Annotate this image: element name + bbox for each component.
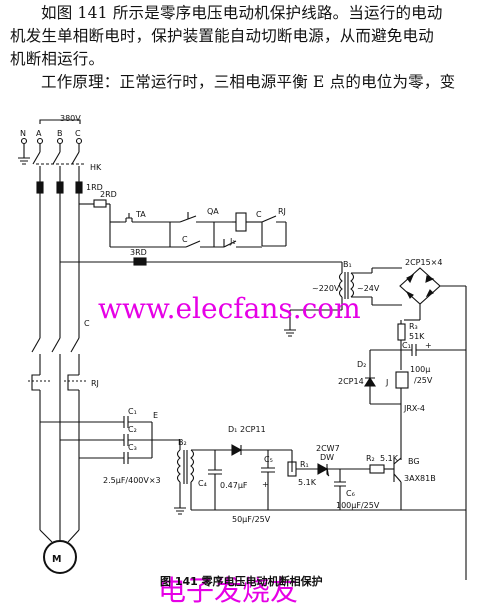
cc-label: C₃ bbox=[128, 443, 137, 452]
label-N: N bbox=[20, 129, 26, 138]
rj-contact bbox=[261, 215, 286, 223]
c1-label: C₁ bbox=[402, 341, 411, 350]
v24-label: ~24V bbox=[357, 284, 380, 293]
voltage-bracket bbox=[39, 119, 81, 124]
voltage-label: 380V bbox=[60, 114, 81, 123]
j1-label: J₁ bbox=[229, 237, 236, 246]
j1-contact bbox=[214, 239, 262, 248]
capacitor-c1 bbox=[411, 344, 417, 356]
circuit-diagram: 380V N A B C HK 1RD 2RD TA QA bbox=[18, 114, 467, 605]
c5-label: C₅ bbox=[264, 455, 273, 464]
rj-label: RJ bbox=[91, 379, 99, 388]
c-contact-label: C bbox=[182, 235, 188, 244]
d2-label: D₂ bbox=[357, 360, 366, 369]
fuse-2rd bbox=[93, 199, 107, 208]
j-cap: 100μ bbox=[410, 365, 430, 374]
ta-label: TA bbox=[135, 210, 146, 219]
main-contacts bbox=[31, 337, 80, 375]
d2-type: 2CP14 bbox=[338, 377, 364, 386]
c5-value: 50μF/25V bbox=[232, 515, 271, 524]
motor-label: M bbox=[52, 554, 61, 565]
ground-symbol-b1 bbox=[284, 329, 296, 337]
resistor-r2 bbox=[369, 464, 385, 474]
cap-value: 2.5μF/400V×3 bbox=[103, 476, 161, 485]
d1-type: 2CP11 bbox=[240, 425, 266, 434]
transformer-b2 bbox=[176, 449, 195, 484]
resistor-r3 bbox=[397, 323, 406, 341]
bg-type: 3AX81B bbox=[404, 474, 436, 483]
transformer-b1 bbox=[338, 272, 355, 299]
c1-plus: + bbox=[425, 341, 432, 350]
watermark-text-2: 电子发烧友 bbox=[158, 574, 298, 605]
intro-text: 如图 141 所示是零序电压电动机保护线路。当运行的电动 机发生单相断电时，保护… bbox=[10, 2, 488, 94]
r2-label: R₂ bbox=[366, 454, 375, 463]
c4-value: 0.47μF bbox=[220, 481, 248, 490]
intro-line-4: 工作原理：正常运行时，三相电源平衡 E 点的电位为零，变 bbox=[41, 73, 456, 91]
r3-value: 51K bbox=[409, 332, 425, 341]
dw-type: 2CW7 bbox=[316, 444, 340, 453]
c6-label: C₆ bbox=[346, 489, 355, 498]
r1-value: 5.1K bbox=[298, 478, 317, 487]
ground-symbol-b2 bbox=[174, 507, 186, 515]
diode-d2 bbox=[364, 376, 376, 387]
j-rx: JRX-4 bbox=[403, 404, 425, 413]
terminals bbox=[20, 137, 83, 145]
c5-plus: + bbox=[262, 480, 269, 489]
relay-coil-c bbox=[235, 212, 247, 232]
rd1-label: 1RD bbox=[86, 183, 103, 192]
rd2-label: 2RD bbox=[100, 190, 117, 199]
qa-label: QA bbox=[207, 207, 219, 216]
r3-label: R₃ bbox=[409, 322, 418, 331]
label-A: A bbox=[36, 129, 42, 138]
j-volt: /25V bbox=[414, 376, 433, 385]
star-capacitors bbox=[40, 416, 153, 464]
c-main-label: C bbox=[84, 319, 90, 328]
r2-value: 5.1K bbox=[380, 454, 399, 463]
c4-label: C₄ bbox=[198, 479, 207, 488]
intro-line-1: 如图 141 所示是零序电压电动机保护线路。当运行的电动 bbox=[41, 4, 443, 22]
coil-c-label: C bbox=[256, 210, 262, 219]
e-label: E bbox=[153, 411, 158, 420]
ca-label: C₁ bbox=[128, 407, 137, 416]
capacitor-c5 bbox=[261, 467, 275, 473]
zener-dw bbox=[317, 463, 330, 477]
ground-symbol-top bbox=[18, 157, 30, 165]
ta-button bbox=[120, 213, 133, 223]
bg-label: BG bbox=[408, 457, 420, 466]
b1-label: B₁ bbox=[343, 260, 352, 269]
label-C: C bbox=[75, 129, 81, 138]
bridge-rectifier bbox=[399, 267, 441, 305]
capacitor-c6 bbox=[334, 481, 346, 487]
c6-value: 100μF/25V bbox=[336, 501, 380, 510]
transistor-bg bbox=[393, 457, 402, 510]
rj-contact-label: RJ bbox=[278, 207, 286, 216]
diode-d1 bbox=[231, 444, 243, 456]
qa-button bbox=[179, 212, 232, 223]
v220-label: ~220V bbox=[312, 284, 340, 293]
fuses-1rd bbox=[36, 181, 83, 194]
intro-line-3: 机断相运行。 bbox=[10, 50, 105, 68]
rd3-label: 3RD bbox=[130, 248, 147, 257]
bridge-label: 2CP15×4 bbox=[405, 258, 442, 267]
dw-label: DW bbox=[320, 453, 334, 462]
cb-label: C₂ bbox=[128, 425, 137, 434]
fuse-3rd bbox=[133, 257, 147, 266]
thermal-relay-rj bbox=[28, 374, 88, 530]
b2-label: B₂ bbox=[178, 438, 187, 447]
figure-caption: 图 141 零序电压电动机断相保护 bbox=[160, 574, 323, 588]
intro-line-2: 机发生单相断电时，保护装置能自动切断电源，从而避免电动 bbox=[10, 27, 434, 45]
capacitor-c4 bbox=[208, 469, 222, 475]
d1-label: D₁ bbox=[228, 425, 237, 434]
phase-lines bbox=[39, 193, 80, 338]
label-B: B bbox=[57, 129, 63, 138]
hk-switch bbox=[32, 144, 86, 182]
c-hold-contact bbox=[170, 240, 214, 248]
motor bbox=[39, 529, 80, 574]
watermark-text: www.elecfans.com bbox=[98, 292, 361, 325]
j-label: J bbox=[385, 378, 388, 387]
relay-j bbox=[395, 371, 409, 389]
hk-label: HK bbox=[90, 163, 102, 172]
r1-label: R₁ bbox=[300, 460, 309, 469]
